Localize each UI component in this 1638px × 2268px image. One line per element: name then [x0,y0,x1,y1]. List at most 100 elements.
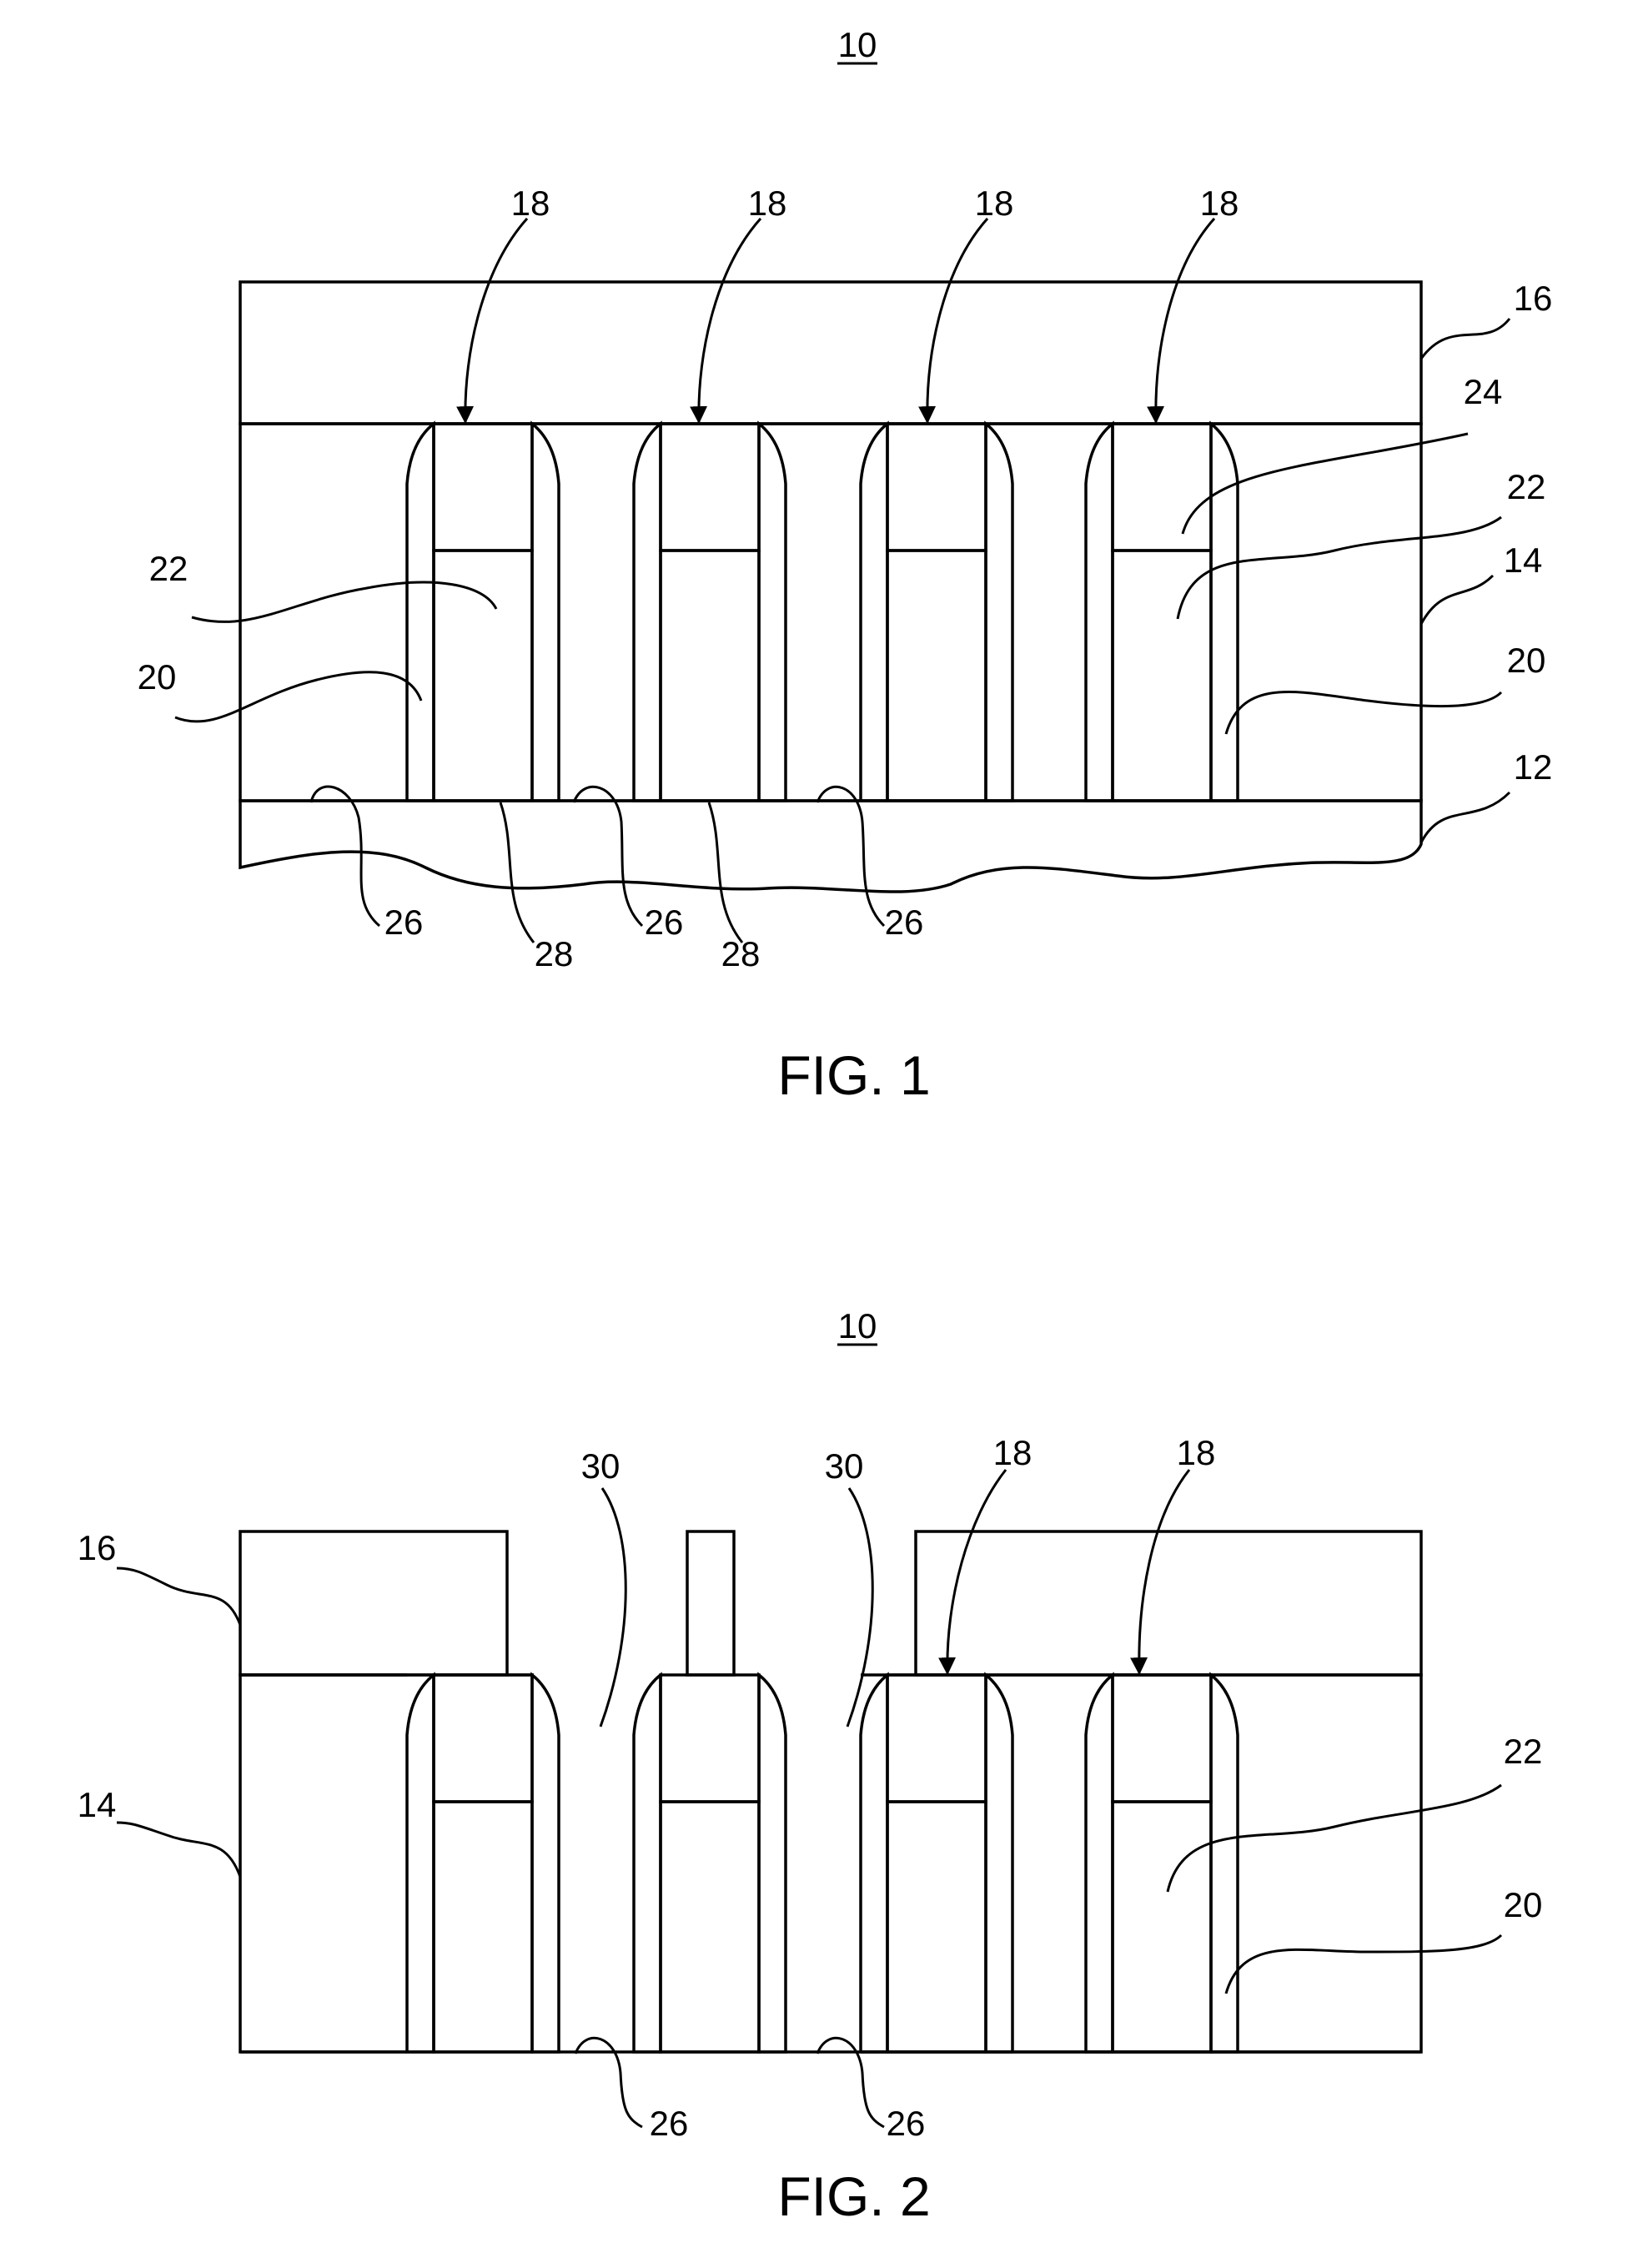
fig1-label-12: 12 [1514,747,1553,787]
gate-spacer [861,1675,887,2052]
gate-electrode [887,551,986,801]
fig2-label-26: 26 [650,2104,689,2143]
fig1-leader-28b [709,802,742,943]
gate-cap [661,1675,759,1802]
fig2-gate-stack-3 [861,1675,1012,2052]
fig1-leader-12 [1421,792,1510,842]
fig1-leader-16 [1421,319,1510,359]
fig1-gate-stack-2 [634,424,786,801]
fig2-leader-16 [117,1568,240,1625]
fig1-label-28: 28 [535,934,574,973]
fig2-dielectric-left [240,1675,407,2052]
gate-spacer [1211,1675,1238,2052]
fig1-leader-22r [1178,517,1501,619]
fig2-hardmask-left [240,1531,507,1675]
fig2-hardmask-pillar [687,1531,734,1675]
fig1-label-20: 20 [1507,641,1546,680]
gate-spacer [861,424,887,801]
gate-spacer [1086,424,1113,801]
gate-spacer [1211,424,1238,801]
fig1-caption: FIG. 1 [777,1044,930,1106]
fig1-gate-stack-1 [407,424,559,801]
fig1-substrate [240,801,1421,892]
figure-2: 10 [78,1306,1543,2227]
fig1-label-18: 18 [975,184,1014,223]
gate-spacer [759,424,786,801]
fig2-leader-14 [117,1823,240,1877]
gate-spacer [407,1675,434,2052]
fig2-leader-30a [600,1488,626,1727]
fig2-label-22: 22 [1504,1732,1543,1771]
fig1-label-26: 26 [384,903,424,942]
fig1-gate-stack-4 [1086,424,1238,801]
gate-electrode [1113,551,1211,801]
fig1-leader-24 [1183,434,1468,534]
fig1-arrow-18 [927,219,987,422]
fig1-label-16: 16 [1514,279,1553,318]
fig2-leader-22 [1168,1785,1501,1892]
gate-spacer [986,424,1012,801]
fig1-label-18: 18 [748,184,787,223]
gate-cap [661,424,759,551]
fig2-label-18: 18 [993,1433,1033,1472]
fig2-label-30: 30 [825,1446,864,1486]
gate-electrode [1113,1802,1211,2052]
gate-spacer [986,1675,1012,2052]
figure-1: 10 [138,25,1553,1106]
fig2-caption: FIG. 2 [777,2165,930,2227]
fig1-label-18: 18 [511,184,550,223]
gate-spacer [532,424,559,801]
fig1-gate-stack-3 [861,424,1012,801]
gate-electrode [434,1802,532,2052]
fig1-hardmask-layer [240,282,1421,424]
fig2-dielectric-right [861,1675,1421,2052]
gate-spacer [759,1675,786,2052]
gate-cap [1113,424,1211,551]
gate-spacer [1086,1675,1113,2052]
fig2-gate-stack-2 [634,1675,786,2052]
fig1-label-26: 26 [645,903,684,942]
gate-cap [434,1675,532,1802]
fig1-label-26: 26 [885,903,924,942]
fig2-leader-20 [1226,1935,1501,1994]
fig2-label-20: 20 [1504,1885,1543,1924]
fig1-arrow-18 [1156,219,1214,422]
fig2-arrow-18 [1139,1470,1189,1673]
fig2-label-18: 18 [1177,1433,1216,1472]
fig2-ref-number: 10 [838,1306,877,1345]
gate-electrode [661,551,759,801]
fig1-label-28: 28 [721,934,761,973]
fig1-label-20: 20 [138,657,177,696]
gate-spacer [532,1675,559,2052]
fig1-label-24: 24 [1464,372,1503,411]
gate-spacer [634,1675,661,2052]
fig1-label-14: 14 [1504,541,1543,580]
fig2-leader-30b [847,1488,872,1727]
fig1-leader-14 [1421,576,1493,624]
fig1-leader-26a [311,787,379,926]
fig2-arrow-18 [947,1470,1006,1673]
fig1-leader-20l [175,672,421,722]
fig1-label-22: 22 [1507,467,1546,506]
fig1-label-18: 18 [1200,184,1239,223]
fig1-ref-number: 10 [838,25,877,64]
fig2-gate-stack-1 [407,1675,559,2052]
fig2-hardmask-right [916,1531,1421,1675]
fig1-leader-26b [574,787,642,926]
fig2-label-16: 16 [78,1528,117,1567]
fig1-leader-20r [1226,692,1501,734]
fig1-arrow-18 [699,219,761,422]
gate-electrode [434,551,532,801]
fig1-leader-22l [192,582,496,621]
fig2-gate-stack-4 [1086,1675,1238,2052]
fig2-label-26: 26 [887,2104,926,2143]
fig1-label-22: 22 [149,549,188,588]
gate-spacer [407,424,434,801]
gate-electrode [887,1802,986,2052]
gate-cap [887,1675,986,1802]
fig1-arrow-18 [465,219,527,422]
fig1-leader-26c [817,787,884,926]
gate-cap [887,424,986,551]
fig2-label-30: 30 [581,1446,621,1486]
